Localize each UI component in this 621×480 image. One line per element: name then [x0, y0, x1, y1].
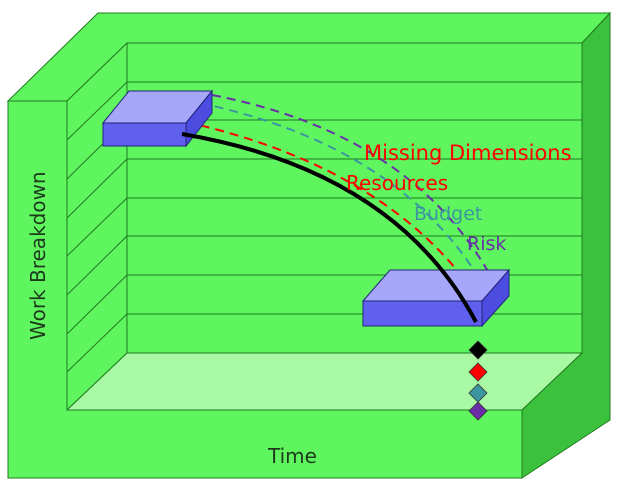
risk-marker [468, 401, 488, 421]
right-side [521, 11, 611, 479]
legend-markers [468, 340, 488, 421]
resources-marker [468, 362, 488, 382]
resources-label: Resources [346, 171, 448, 195]
budget-label: Budget [414, 203, 482, 225]
main-path-marker [468, 340, 488, 360]
missing-dimensions-label: Missing Dimensions [364, 141, 572, 165]
left-wall-gridlines [66, 81, 128, 373]
x-axis-label: Time [267, 444, 317, 468]
budget-path [199, 102, 491, 298]
floor [65, 352, 584, 411]
y-axis-label: Work Breakdown [26, 171, 50, 340]
end-block [361, 268, 511, 328]
main-path [181, 132, 478, 323]
start-block [101, 89, 214, 148]
risk-label: Risk [467, 233, 506, 255]
